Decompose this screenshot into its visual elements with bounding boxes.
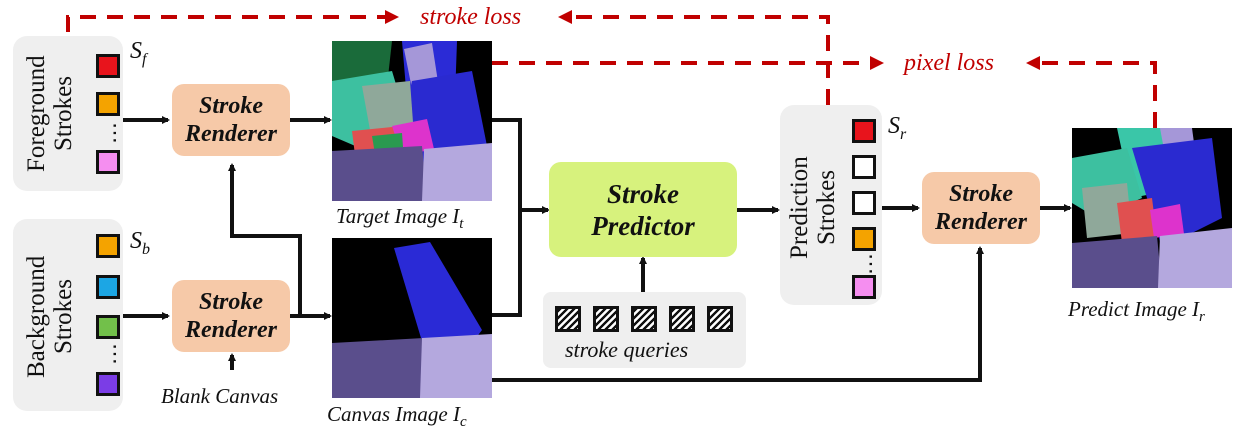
- foreground-strokes-panel: Foreground Strokes ⋯: [13, 36, 128, 191]
- predictor-line2: Predictor: [591, 210, 695, 241]
- background-stroke-swatch: [96, 234, 120, 258]
- renderer-top-line1: Stroke: [198, 93, 263, 119]
- foreground-ellipsis: ⋯: [103, 122, 128, 145]
- foreground-stroke-swatch: [96, 54, 120, 78]
- sr-symbol-main: S: [888, 113, 900, 139]
- stroke-loss-left-arrow: [66, 10, 399, 32]
- stroke-loss-right-arrow: [558, 10, 830, 105]
- sb-symbol-sub: b: [142, 240, 150, 258]
- stroke-query-token: [555, 306, 581, 332]
- background-stroke-swatch: [96, 315, 120, 339]
- sr-symbol-sub: r: [900, 125, 907, 143]
- stroke-renderer-bottom: Stroke Renderer: [172, 280, 290, 352]
- renderer-bottom-line2: Renderer: [185, 317, 277, 343]
- stroke-renderer-top: Stroke Renderer: [172, 84, 290, 156]
- target-image: [332, 41, 492, 201]
- background-strokes-label: Background Strokes: [23, 255, 77, 378]
- renderer-right-line1: Stroke: [948, 181, 1013, 207]
- predictor-line1: Stroke: [606, 178, 679, 209]
- foreground-stroke-swatch: [96, 150, 120, 174]
- blank-canvas-caption: Blank Canvas: [161, 384, 279, 408]
- sr-symbol: Sr: [888, 113, 906, 144]
- predict-caption-sub: r: [1199, 309, 1205, 326]
- sf-symbol-sub: f: [142, 50, 147, 68]
- background-stroke-swatch: [96, 275, 120, 299]
- stroke-renderer-right: Stroke Renderer: [922, 172, 1040, 244]
- background-ellipsis: ⋯: [103, 343, 128, 366]
- sf-symbol: Sf: [130, 38, 146, 69]
- sb-symbol-main: S: [130, 228, 142, 254]
- sb-symbol: Sb: [130, 228, 150, 259]
- renderer-top-line2: Renderer: [185, 121, 277, 147]
- black-arrows: [123, 116, 1072, 382]
- canvas-caption-main: Canvas Image I: [327, 402, 460, 426]
- prediction-strokes-label: Prediction Strokes: [786, 156, 840, 260]
- background-strokes-panel: Background Strokes ⋯: [13, 219, 128, 411]
- target-image-caption: Target Image It: [336, 204, 463, 233]
- prediction-ellipsis: ⋯: [859, 253, 884, 276]
- predict-caption-main: Predict Image I: [1068, 297, 1200, 321]
- stroke-query-token: [631, 306, 657, 332]
- stroke-query-token: [593, 306, 619, 332]
- stroke-predictor: Stroke Predictor: [549, 162, 737, 257]
- prediction-stroke-swatch: [852, 227, 876, 251]
- background-stroke-swatch: [96, 372, 120, 396]
- arrow-target-to-predictor: [492, 118, 550, 214]
- target-caption-sub: t: [459, 216, 464, 233]
- foreground-strokes-label: Foreground Strokes: [23, 55, 77, 172]
- canvas-image: [332, 238, 492, 398]
- arrow-canvas-to-right-renderer: [492, 246, 984, 382]
- canvas-caption-sub: c: [459, 414, 467, 431]
- prediction-stroke-swatch: [852, 275, 876, 299]
- foreground-stroke-swatch: [96, 92, 120, 116]
- stroke-query-token: [707, 306, 733, 332]
- stroke-queries-panel: stroke queries: [543, 292, 746, 368]
- sf-symbol-main: S: [130, 38, 142, 64]
- pixel-loss-right-arrow: [1026, 56, 1157, 128]
- canvas-image-caption: Canvas Image Ic: [327, 402, 467, 431]
- arrow-bg-to-top-renderer: [228, 163, 302, 316]
- stroke-queries-caption: stroke queries: [565, 337, 689, 362]
- prediction-stroke-swatch: [852, 191, 876, 215]
- prediction-stroke-swatch: [852, 119, 876, 143]
- renderer-right-line2: Renderer: [935, 209, 1027, 235]
- renderer-bottom-line1: Stroke: [198, 289, 263, 315]
- predict-image-caption: Predict Image Ir: [1068, 297, 1205, 326]
- loss-arrows: [66, 10, 1157, 128]
- stroke-query-token: [669, 306, 695, 332]
- arrow-canvas-to-predictor: [492, 210, 522, 317]
- prediction-stroke-swatch: [852, 155, 876, 179]
- prediction-strokes-panel: Prediction Strokes ⋯: [780, 105, 884, 305]
- target-caption-main: Target Image I: [336, 204, 460, 228]
- stroke-loss-label: stroke loss: [420, 4, 522, 30]
- pixel-loss-label: pixel loss: [904, 50, 994, 76]
- predict-image: [1072, 128, 1232, 288]
